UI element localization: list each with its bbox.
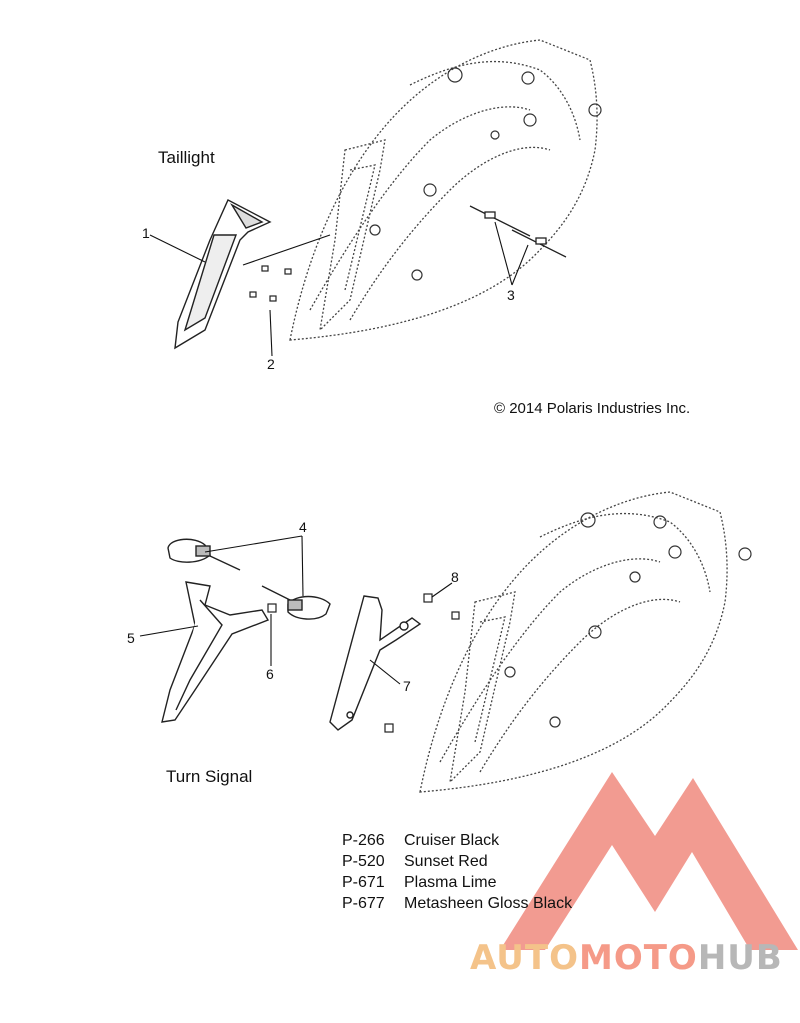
rail-part-7 — [329, 595, 422, 731]
bolt-part-6 — [267, 603, 277, 613]
rear-fender-bottom — [419, 491, 752, 793]
paint-legend: P-266 Cruiser Black P-520 Sunset Red P-671… — [342, 830, 572, 914]
connectors-part-3 — [469, 205, 567, 258]
callout-3: 3 — [507, 287, 515, 303]
legend-name: Cruiser Black — [404, 832, 500, 849]
watermark-logo — [500, 772, 798, 950]
legend-row: P-520 Sunset Red — [342, 851, 572, 872]
legend-code: P-671 — [342, 874, 385, 891]
watermark-moto: MOTO — [578, 938, 698, 978]
bracket-part-5 — [161, 581, 270, 723]
nuts-part-8 — [384, 593, 460, 733]
callout-5: 5 — [127, 630, 135, 646]
watermark-auto: AUTO — [470, 938, 579, 978]
legend-row: P-677 Metasheen Gloss Black — [342, 893, 572, 914]
leader-lines — [139, 221, 529, 685]
callout-6: 6 — [266, 666, 274, 682]
taillight-part — [174, 199, 272, 350]
legend-code: P-677 — [342, 895, 385, 912]
legend-row: P-671 Plasma Lime — [342, 872, 572, 893]
callout-2: 2 — [267, 356, 275, 372]
watermark-hub: HUB — [697, 938, 783, 978]
turn-signal-part-4 — [167, 538, 331, 620]
callout-4: 4 — [299, 519, 307, 535]
callout-8: 8 — [451, 569, 459, 585]
fasteners-part-2 — [249, 265, 292, 302]
legend-name: Sunset Red — [404, 853, 488, 870]
legend-code: P-266 — [342, 832, 385, 849]
legend-name: Plasma Lime — [404, 874, 497, 891]
legend-row: P-266 Cruiser Black — [342, 830, 572, 851]
watermark-text: AUTOMOTOHUB — [470, 938, 783, 978]
legend-code: P-520 — [342, 853, 385, 870]
rear-fender-top — [289, 39, 602, 341]
copyright-text: © 2014 Polaris Industries Inc. — [494, 400, 691, 417]
turn-signal-heading: Turn Signal — [166, 767, 253, 786]
callout-1: 1 — [142, 225, 150, 241]
callout-7: 7 — [403, 678, 411, 694]
taillight-heading: Taillight — [158, 148, 215, 167]
legend-name: Metasheen Gloss Black — [404, 895, 573, 912]
